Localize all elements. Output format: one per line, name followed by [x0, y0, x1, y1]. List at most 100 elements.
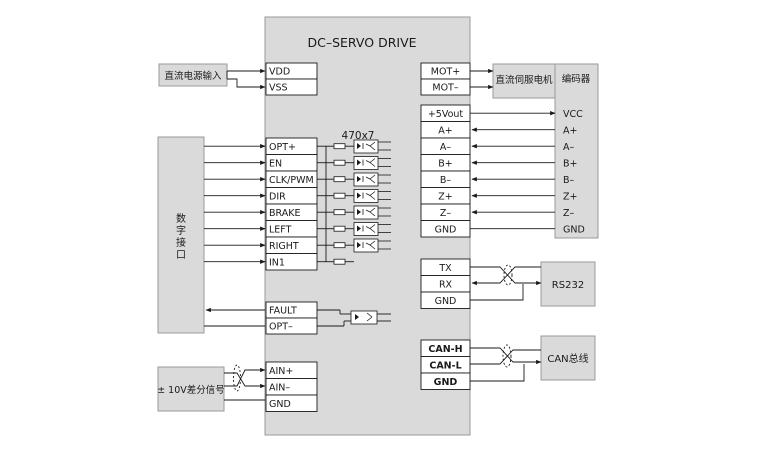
analog-terminal-gnd-2: GND — [265, 394, 318, 412]
svg-text:A+: A+ — [438, 125, 452, 136]
analog-input-terminals: AIN+ AIN– GND — [265, 361, 318, 412]
svg-text:AIN+: AIN+ — [269, 366, 293, 377]
svg-text:CAN-H: CAN-H — [428, 344, 462, 355]
svg-text:GND: GND — [434, 377, 458, 388]
digital-input-terminals: OPT+ EN CLK/PWM DIR BRAKE LEFT RIGHT IN1 — [265, 137, 318, 271]
encoder-pin-a-1: A+ — [563, 125, 577, 136]
svg-text:直流电源输入: 直流电源输入 — [164, 70, 222, 82]
optocoupler-3 — [353, 172, 391, 187]
svg-text:± 10V差分信号: ± 10V差分信号 — [157, 384, 225, 396]
input-terminal-left: LEFT — [265, 220, 318, 238]
encoder-pin-a-2: A– — [563, 142, 574, 153]
svg-text:B–: B– — [440, 175, 452, 186]
input-terminal-clk-pwm: CLK/PWM — [265, 170, 318, 188]
optocoupler-array — [333, 139, 391, 325]
digital-interface-label: 数字接口 — [176, 212, 186, 261]
svg-text:GND: GND — [269, 399, 291, 410]
encoder-terminal-5vout-0: +5Vout — [420, 104, 471, 122]
rs232-block: RS232 — [540, 261, 596, 307]
svg-text:AIN–: AIN– — [269, 382, 290, 393]
power-terminal-vss: VSS — [265, 78, 318, 96]
svg-text:RIGHT: RIGHT — [269, 241, 299, 252]
encoder-pin-vcc-0: VCC — [563, 109, 583, 120]
optocoupler-7 — [353, 238, 391, 253]
can-terminal-gnd-2: GND — [420, 372, 471, 390]
input-terminal-right: RIGHT — [265, 236, 318, 254]
input-terminal-en: EN — [265, 154, 318, 172]
encoder-terminal-a-1: A+ — [420, 121, 471, 139]
optocoupler-5 — [353, 205, 391, 220]
svg-text:CAN-L: CAN-L — [429, 360, 461, 371]
motor-terminals: MOT+ MOT– — [420, 62, 471, 96]
can-bus-block: CAN总线 — [540, 335, 596, 381]
motor-terminal-mot: MOT+ — [420, 62, 471, 80]
encoder-terminal-b-4: B– — [420, 170, 471, 188]
motor-terminal-mot: MOT– — [420, 78, 471, 96]
svg-text:DIR: DIR — [269, 191, 286, 202]
svg-text:Z+: Z+ — [438, 191, 452, 202]
svg-text:RS232: RS232 — [552, 280, 584, 291]
encoder-block: 编码器 — [554, 63, 599, 239]
svg-text:TX: TX — [438, 263, 452, 274]
optocoupler-6 — [353, 222, 391, 236]
analog-terminal-ain-1: AIN– — [265, 378, 318, 396]
svg-text:直流伺服电机: 直流伺服电机 — [495, 74, 553, 86]
serial-terminal-tx-0: TX — [420, 258, 471, 276]
svg-text:VSS: VSS — [269, 83, 288, 94]
encoder-terminal-a-2: A– — [420, 137, 471, 155]
encoder-pin-z-6: Z– — [563, 208, 575, 219]
input-terminal-dir: DIR — [265, 187, 318, 205]
svg-text:+5Vout: +5Vout — [428, 109, 464, 120]
optocoupler-2 — [353, 156, 391, 170]
svg-text:CAN总线: CAN总线 — [547, 352, 588, 365]
svg-text:GND: GND — [435, 296, 457, 307]
encoder-side-labels: VCC A+ A– B+ B– Z+ Z– GND — [563, 109, 585, 236]
svg-text:CLK/PWM: CLK/PWM — [269, 175, 314, 186]
encoder-pin-b-3: B+ — [563, 158, 577, 169]
input-terminal-in1: IN1 — [265, 253, 318, 271]
serial-terminal-rx-1: RX — [420, 275, 471, 293]
encoder-terminal-z-5: Z+ — [420, 187, 471, 205]
power-terminals: VDD VSS — [265, 62, 318, 96]
svg-text:FAULT: FAULT — [269, 306, 297, 317]
wiring — [204, 68, 556, 401]
svg-text:OPT+: OPT+ — [269, 142, 296, 153]
digital-output-terminals: FAULT OPT– — [265, 301, 318, 335]
output-terminal-fault: FAULT — [265, 301, 318, 319]
svg-text:IN1: IN1 — [269, 257, 285, 268]
svg-text:Z–: Z– — [440, 208, 452, 219]
input-terminal-opt: OPT+ — [265, 137, 318, 155]
can-terminal-can-h-0: CAN-H — [420, 339, 471, 357]
digital-interface-block: 数字接口 — [157, 136, 205, 334]
optocoupler-4 — [353, 189, 391, 203]
svg-text:OPT–: OPT– — [269, 322, 293, 333]
serial-terminal-gnd-2: GND — [420, 291, 471, 309]
svg-text:A–: A– — [440, 142, 451, 153]
encoder-pin-z-5: Z+ — [563, 191, 577, 202]
svg-text:MOT–: MOT– — [432, 83, 458, 94]
svg-text:VDD: VDD — [269, 67, 290, 78]
output-terminal-opt: OPT– — [265, 317, 318, 335]
optocoupler-1 — [353, 139, 391, 154]
input-terminal-brake: BRAKE — [265, 203, 318, 221]
svg-text:BRAKE: BRAKE — [269, 208, 300, 219]
svg-text:MOT+: MOT+ — [431, 67, 460, 78]
analog-terminal-ain-0: AIN+ — [265, 361, 318, 379]
svg-text:LEFT: LEFT — [269, 224, 292, 235]
svg-text:RX: RX — [439, 279, 453, 290]
svg-text:编码器: 编码器 — [562, 73, 591, 85]
fault-optocoupler — [350, 310, 378, 325]
can-terminal-can-l-1: CAN-L — [420, 356, 471, 374]
analog-input-block: ± 10V差分信号 — [157, 366, 225, 412]
encoder-terminal-z-6: Z– — [420, 203, 471, 221]
power-input-block: 直流电源输入 — [158, 63, 228, 87]
encoder-terminal-b-3: B+ — [420, 154, 471, 172]
encoder-pin-b-4: B– — [563, 175, 575, 186]
svg-text:GND: GND — [435, 224, 457, 235]
svg-text:EN: EN — [269, 158, 282, 169]
drive-title: DC–SERVO DRIVE — [307, 35, 416, 50]
encoder-pin-gnd-7: GND — [563, 224, 585, 235]
encoder-terminal-gnd-7: GND — [420, 220, 471, 238]
